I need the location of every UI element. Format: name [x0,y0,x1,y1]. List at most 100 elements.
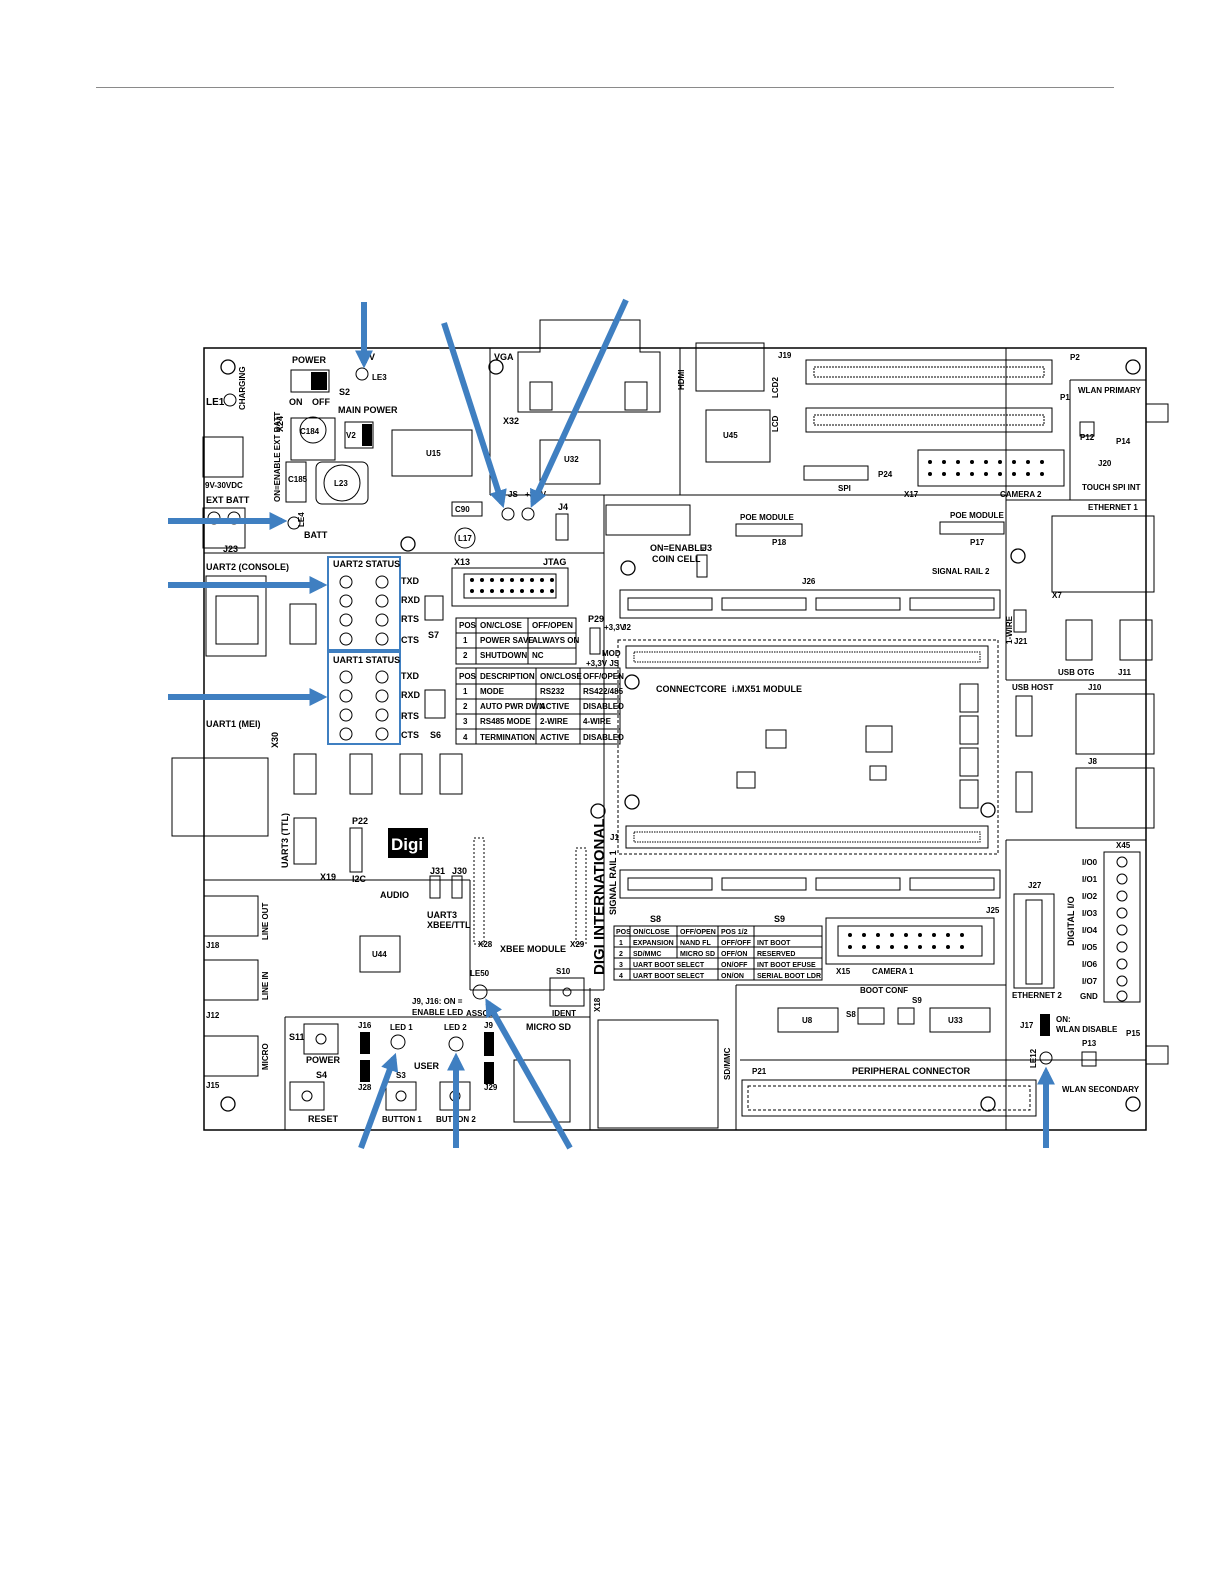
svg-text:OFF/OPEN: OFF/OPEN [680,929,716,936]
svg-text:I/O5: I/O5 [1082,943,1098,952]
svg-text:TXD: TXD [401,671,420,681]
svg-text:S8: S8 [846,1010,856,1019]
svg-text:SERIAL BOOT LDR: SERIAL BOOT LDR [757,973,821,980]
svg-text:JTAG: JTAG [543,557,566,567]
svg-text:X17: X17 [904,490,919,499]
svg-text:DIGI INTERNATIONAL: DIGI INTERNATIONAL [591,819,608,975]
display-section: HDMI J19 LCD2 LCD P2 P1 U45 X17 CAMERA 2… [677,342,1169,600]
svg-text:J25: J25 [986,906,1000,915]
svg-text:POE MODULE: POE MODULE [740,513,794,522]
svg-text:S9: S9 [774,914,785,924]
svg-text:MICRO: MICRO [261,1043,270,1070]
vga-section: VGA X32 U32 C90 JS +3,3V J4 X13 JTAG ON=… [451,319,712,607]
svg-text:P12: P12 [1080,433,1095,442]
svg-text:P21: P21 [752,1067,767,1076]
header-rule [96,87,1114,88]
svg-text:U33: U33 [948,1016,963,1025]
le2-led [501,507,515,521]
svg-text:SD/MMC: SD/MMC [723,1047,732,1080]
svg-text:PERIPHERAL CONNECTOR: PERIPHERAL CONNECTOR [852,1066,971,1076]
svg-text:UART1 STATUS: UART1 STATUS [333,655,400,665]
svg-text:OFF: OFF [312,397,330,407]
svg-text:MICRO SD: MICRO SD [680,951,715,958]
svg-text:ON:: ON: [1056,1015,1071,1024]
svg-text:3: 3 [463,717,468,726]
svg-text:4-WIRE: 4-WIRE [583,717,612,726]
svg-text:I/O7: I/O7 [1082,977,1098,986]
svg-text:UART BOOT SELECT: UART BOOT SELECT [633,973,705,980]
uart-section: UART2 (CONSOLE) UART1 (MEI) X30 UART3 (T… [171,556,463,884]
svg-text:P13: P13 [1082,1039,1097,1048]
svg-text:EXT BATT: EXT BATT [206,495,250,505]
svg-text:X32: X32 [503,416,519,426]
svg-text:P15: P15 [1126,1029,1141,1038]
svg-text:I/O3: I/O3 [1082,909,1098,918]
svg-text:OFF/OPEN: OFF/OPEN [583,672,624,681]
svg-text:1: 1 [619,940,623,947]
svg-text:9V-30VDC: 9V-30VDC [205,481,243,490]
svg-text:JS: JS [508,490,518,499]
le1-led [223,393,237,407]
svg-text:ON=ENABLE EXT BATT: ON=ENABLE EXT BATT [273,412,282,502]
svg-text:C184: C184 [300,427,320,436]
svg-text:2: 2 [463,651,468,660]
svg-text:ACTIVE: ACTIVE [540,733,570,742]
xbee-section: Digi DIGI INTERNATIONAL SIGNAL RAIL 1 J2… [388,819,1001,1018]
svg-text:ENABLE LED: ENABLE LED [412,1008,463,1017]
svg-text:X18: X18 [593,997,602,1012]
svg-text:J15: J15 [206,1081,220,1090]
svg-text:P17: P17 [970,538,985,547]
s8-table: S8 POS ON/CLOSE OFF/OPEN 1 EXPANSION NAN… [613,914,719,981]
svg-text:J10: J10 [1088,683,1102,692]
uart2-status-box [327,556,401,651]
svg-text:P1: P1 [1060,393,1070,402]
ident-button[interactable] [549,977,585,1007]
svg-text:1-WIRE: 1-WIRE [1005,615,1014,644]
svg-text:3: 3 [619,962,623,969]
svg-text:WLAN SECONDARY: WLAN SECONDARY [1062,1085,1140,1094]
svg-text:BUTTON 1: BUTTON 1 [382,1115,422,1124]
svg-text:I2C: I2C [352,874,367,884]
svg-text:J12: J12 [206,1011,220,1020]
svg-text:UART3 (TTL): UART3 (TTL) [280,813,290,868]
svg-text:U32: U32 [564,455,579,464]
svg-text:S7: S7 [428,630,439,640]
svg-text:J23: J23 [223,544,238,554]
svg-text:I/O1: I/O1 [1082,875,1098,884]
svg-text:J3: J3 [702,543,712,553]
svg-text:POS: POS [616,929,631,936]
user-section: S11 POWER S4 RESET J16 J28 LED 1 LED 2 J… [289,997,732,1129]
svg-text:OFF/OFF: OFF/OFF [721,940,752,947]
svg-text:MAIN POWER: MAIN POWER [338,405,398,415]
svg-text:U8: U8 [802,1016,813,1025]
lcd-connector [805,407,1053,433]
svg-text:POE MODULE: POE MODULE [950,511,1004,520]
svg-text:RESET: RESET [308,1114,339,1124]
power-switch[interactable] [290,369,330,393]
led2 [448,1036,464,1052]
svg-text:1: 1 [463,636,468,645]
svg-text:WLAN DISABLE: WLAN DISABLE [1056,1025,1118,1034]
svg-text:S2: S2 [339,387,350,397]
led1 [390,1034,406,1050]
svg-text:S3: S3 [396,1071,406,1080]
svg-text:RS422/485: RS422/485 [583,687,624,696]
svg-text:J1: J1 [610,833,619,842]
svg-text:ON/CLOSE: ON/CLOSE [480,621,522,630]
svg-text:Digi: Digi [391,835,423,854]
svg-text:P29: P29 [588,614,604,624]
svg-text:TERMINATION: TERMINATION [480,733,535,742]
peripheral-connector [741,1079,1037,1117]
power-button[interactable] [303,1023,339,1055]
svg-text:+3,3V JS: +3,3V JS [586,659,620,668]
svg-text:+3,3V: +3,3V [604,623,626,632]
svg-text:J11: J11 [1118,668,1131,677]
svg-text:RESERVED: RESERVED [757,951,795,958]
svg-text:UART1 (MEI): UART1 (MEI) [206,719,261,729]
svg-text:S9: S9 [912,996,922,1005]
reset-button[interactable] [289,1081,325,1111]
button1[interactable] [385,1081,417,1111]
svg-text:UART3: UART3 [427,910,457,920]
svg-text:J8: J8 [1088,757,1097,766]
uart1-status-box [327,651,401,745]
